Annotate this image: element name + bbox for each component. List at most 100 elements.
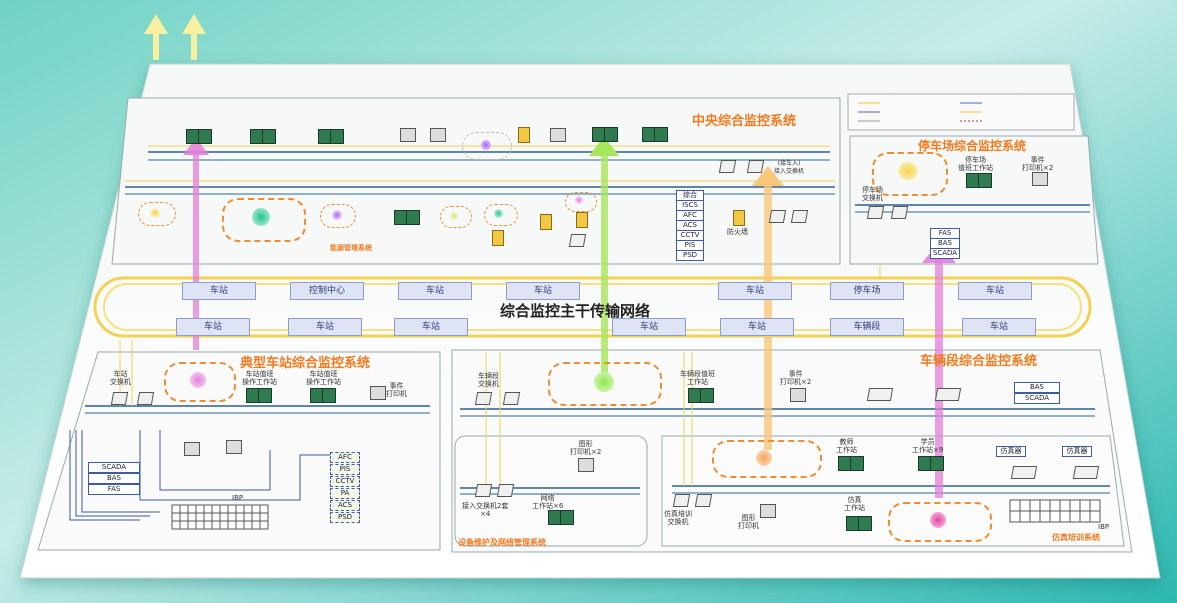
station-switch-2 — [136, 392, 155, 405]
station-right-tag-3: PA — [330, 488, 360, 499]
central-lower-area-3 — [440, 206, 472, 228]
ring-node-bottom-7: 车站 — [962, 318, 1036, 336]
central-switch-4 — [790, 210, 809, 223]
maintenance-switch-label: 接入交换机2套 ×4 — [462, 502, 509, 518]
depot-switch-1 — [474, 392, 493, 405]
station-wires — [69, 430, 330, 521]
ibp-training — [1009, 499, 1101, 523]
central-printer-3 — [550, 128, 566, 142]
parking-printer — [1032, 172, 1048, 186]
central-main-area — [222, 198, 306, 242]
station-switch-label: 车站 交换机 — [110, 370, 131, 386]
sim-workstation-label: 仿真 工作站 — [844, 496, 865, 512]
station-title: 典型车站综合监控系统 — [240, 356, 371, 371]
central-lower-glow-5 — [575, 196, 583, 204]
station-workstation-label-1: 车站值班 操作工作站 — [242, 370, 277, 386]
ring-node-top-4: 车站 — [506, 282, 580, 300]
simulator-1: 仿真器 — [996, 446, 1026, 457]
ring-node-top-5: 车站 — [718, 282, 792, 300]
maintenance-printer — [578, 458, 594, 472]
training-ops-glow — [756, 450, 772, 466]
central-switch-1 — [718, 160, 737, 173]
ring-node-bottom-2: 车站 — [288, 318, 362, 336]
training-switch-1 — [672, 494, 691, 507]
central-lower-workstation — [394, 210, 420, 225]
ring-node-top-3: 车站 — [398, 282, 472, 300]
parking-printer-label: 事件 打印机×2 — [1022, 156, 1054, 172]
central-title: 中央综合监控系统 — [692, 114, 797, 129]
central-workstation-3 — [318, 129, 344, 144]
depot-ops-glow — [594, 372, 614, 392]
depot-workstation-label: 车辆段值班 工作站 — [680, 370, 715, 386]
central-printer-1 — [400, 128, 416, 142]
central-ops-glow — [481, 140, 491, 150]
depot-tag-bas: BAS — [1014, 382, 1060, 393]
central-switch-2 — [746, 160, 765, 173]
simulator-2: 仿真器 — [1062, 446, 1092, 457]
ring-node-top-1: 车站 — [182, 282, 256, 300]
firewall-cabinet — [733, 210, 745, 226]
station-workstation-2 — [310, 388, 336, 403]
training-switch-2 — [694, 494, 713, 507]
training-sim-area — [888, 502, 992, 542]
station-tag-bas: BAS — [88, 473, 140, 484]
station-ops-area — [164, 362, 236, 402]
central-lower-glow-3 — [450, 212, 458, 220]
central-lower-area-2 — [320, 204, 356, 228]
parking-workstation — [966, 173, 992, 188]
station-device-1 — [184, 442, 200, 456]
central-cabinet-2 — [492, 230, 504, 246]
station-ibp-label: IBP — [232, 494, 244, 502]
arrows — [144, 14, 956, 498]
station-right-tag-5: PSD — [330, 512, 360, 523]
student-workstation — [918, 456, 944, 471]
station-switch-1 — [110, 392, 129, 405]
ibp-station — [171, 504, 269, 530]
ring-node-bottom-6: 车辆段 — [830, 318, 904, 336]
ring-node-bottom-1: 车站 — [176, 318, 250, 336]
station-printer-label: 事件 打印机 — [386, 382, 407, 398]
training-switch-label: 仿真培训 交换机 — [664, 510, 692, 526]
station-right-tag-0: AFC — [330, 452, 360, 463]
depot-printer-label: 事件 打印机×2 — [780, 370, 812, 386]
backbone-title: 综合监控主干传输网络 — [500, 302, 651, 320]
station-tag-fas: FAS — [88, 484, 140, 495]
station-right-tag-4: ACS — [330, 500, 360, 511]
depot-workstation — [688, 388, 714, 403]
ring-node-top-2: 控制中心 — [290, 282, 364, 300]
depot-printer — [790, 388, 806, 402]
station-workstation-1 — [246, 388, 272, 403]
parking-ops-glow — [898, 162, 918, 180]
training-box — [661, 435, 1125, 547]
ring — [93, 276, 1092, 338]
station-right-tag-2: CCTV — [330, 476, 360, 487]
central-lower-glow-1 — [150, 208, 160, 218]
training-printer — [760, 504, 776, 518]
central-printer-2 — [430, 128, 446, 142]
energy-subsystem-label: 能源管理系统 — [330, 244, 372, 252]
student-workstation-label: 学员 工作站×9 — [912, 438, 944, 454]
teacher-workstation — [838, 456, 864, 471]
training-title: 仿真培训系统 — [1052, 533, 1100, 542]
station-device-2 — [226, 440, 242, 454]
ring-node-top-7: 车站 — [958, 282, 1032, 300]
maintenance-workstation-label: 网络 工作站×6 — [532, 494, 564, 510]
central-workstation-5 — [642, 127, 668, 142]
legend-lines — [858, 102, 982, 122]
maintenance-switch-2 — [496, 484, 515, 497]
central-workstation-4 — [592, 127, 618, 142]
ring-node-top-6: 停车场 — [830, 282, 904, 300]
central-stack-6: PSD — [676, 250, 704, 261]
sim-workstation — [846, 516, 872, 531]
depot-device-1 — [866, 388, 894, 401]
central-lower-area-1 — [138, 202, 176, 226]
central-lower-area-5 — [565, 192, 597, 212]
maintenance-workstation — [548, 510, 574, 525]
simulator-device-2 — [1072, 466, 1100, 479]
depot-tag-scada: SCADA — [1014, 393, 1060, 404]
station-tag-scada: SCADA — [88, 462, 140, 473]
central-workstation-2 — [250, 129, 276, 144]
firewall-label: 防火墙 — [727, 228, 748, 236]
